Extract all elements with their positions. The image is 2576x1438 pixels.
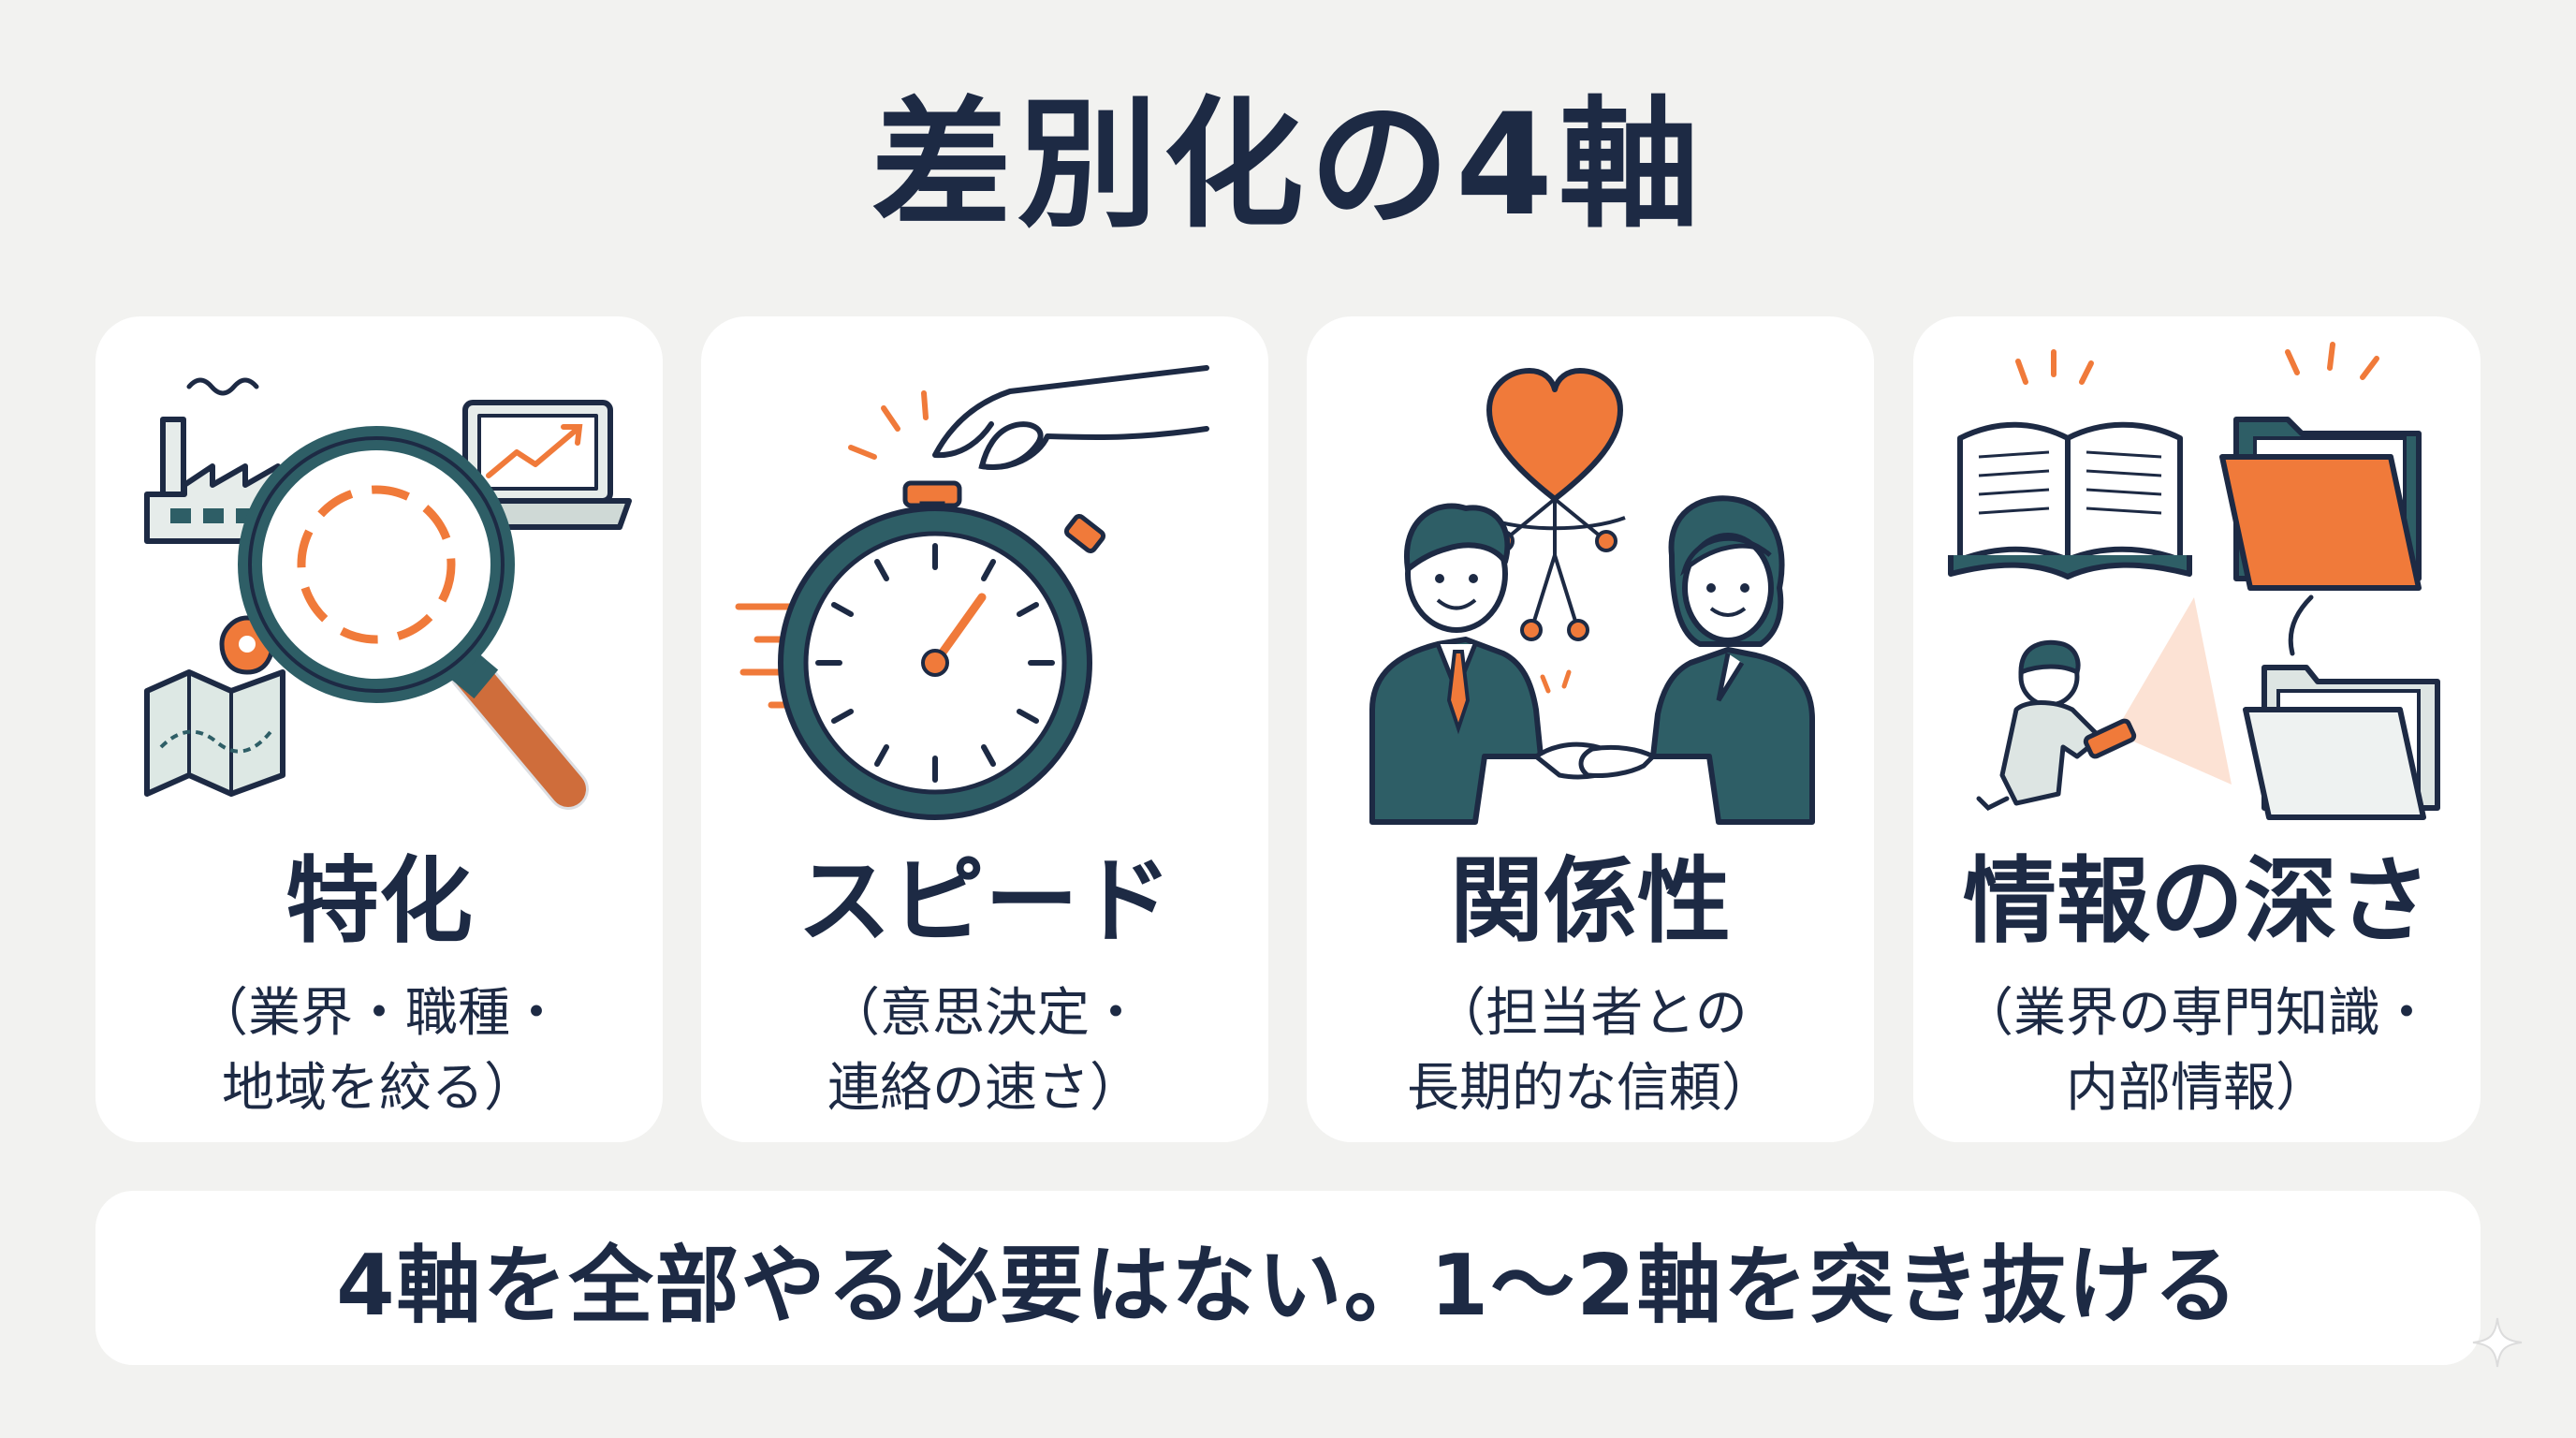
desc-line: （意思決定・: [827, 983, 1142, 1044]
desc-line: 連絡の速さ）: [827, 1057, 1142, 1119]
desc-line: 地域を絞る）: [222, 1057, 536, 1119]
desc-line: （業界・職種・: [196, 983, 563, 1044]
card-description: （業界・職種・ 地域を絞る）: [95, 976, 663, 1125]
card-specialization: 特化 （業界・職種・ 地域を絞る）: [95, 316, 663, 1142]
handshake-heart-icon: [1369, 368, 1815, 825]
card-information-depth: 情報の深さ （業界の専門知識・ 内部情報）: [1913, 316, 2481, 1142]
card-description: （意思決定・ 連絡の速さ）: [701, 976, 1268, 1125]
conclusion-text: 4軸を全部やる必要はない。1〜2軸を突き抜ける: [336, 1237, 2240, 1335]
page-title: 差別化の4軸: [871, 84, 1705, 247]
stopwatch-hand-icon: [735, 365, 1209, 820]
desc-line: 内部情報）: [2066, 1057, 2328, 1119]
card-heading: 関係性: [1450, 846, 1731, 956]
card-description: （業界の専門知識・ 内部情報）: [1913, 976, 2481, 1125]
conclusion-banner: 4軸を全部やる必要はない。1〜2軸を突き抜ける: [95, 1191, 2481, 1365]
card-speed: スピード （意思決定・ 連絡の速さ）: [701, 316, 1268, 1142]
card-heading: スピード: [798, 846, 1172, 956]
desc-line: （担当者との: [1433, 983, 1748, 1044]
card-heading: 特化: [285, 846, 473, 956]
desc-line: 長期的な信頼）: [1407, 1057, 1774, 1119]
desc-line: （業界の専門知識・: [1961, 983, 2433, 1044]
sparkle-icon: [2472, 1317, 2523, 1368]
card-heading: 情報の深さ: [1963, 846, 2431, 956]
card-relationship: 関係性 （担当者との 長期的な信頼）: [1307, 316, 1874, 1142]
card-description: （担当者との 長期的な信頼）: [1307, 976, 1874, 1125]
magnifier-factory-laptop-map-icon: [144, 377, 632, 810]
book-folders-flashlight-icon: [1948, 342, 2440, 820]
